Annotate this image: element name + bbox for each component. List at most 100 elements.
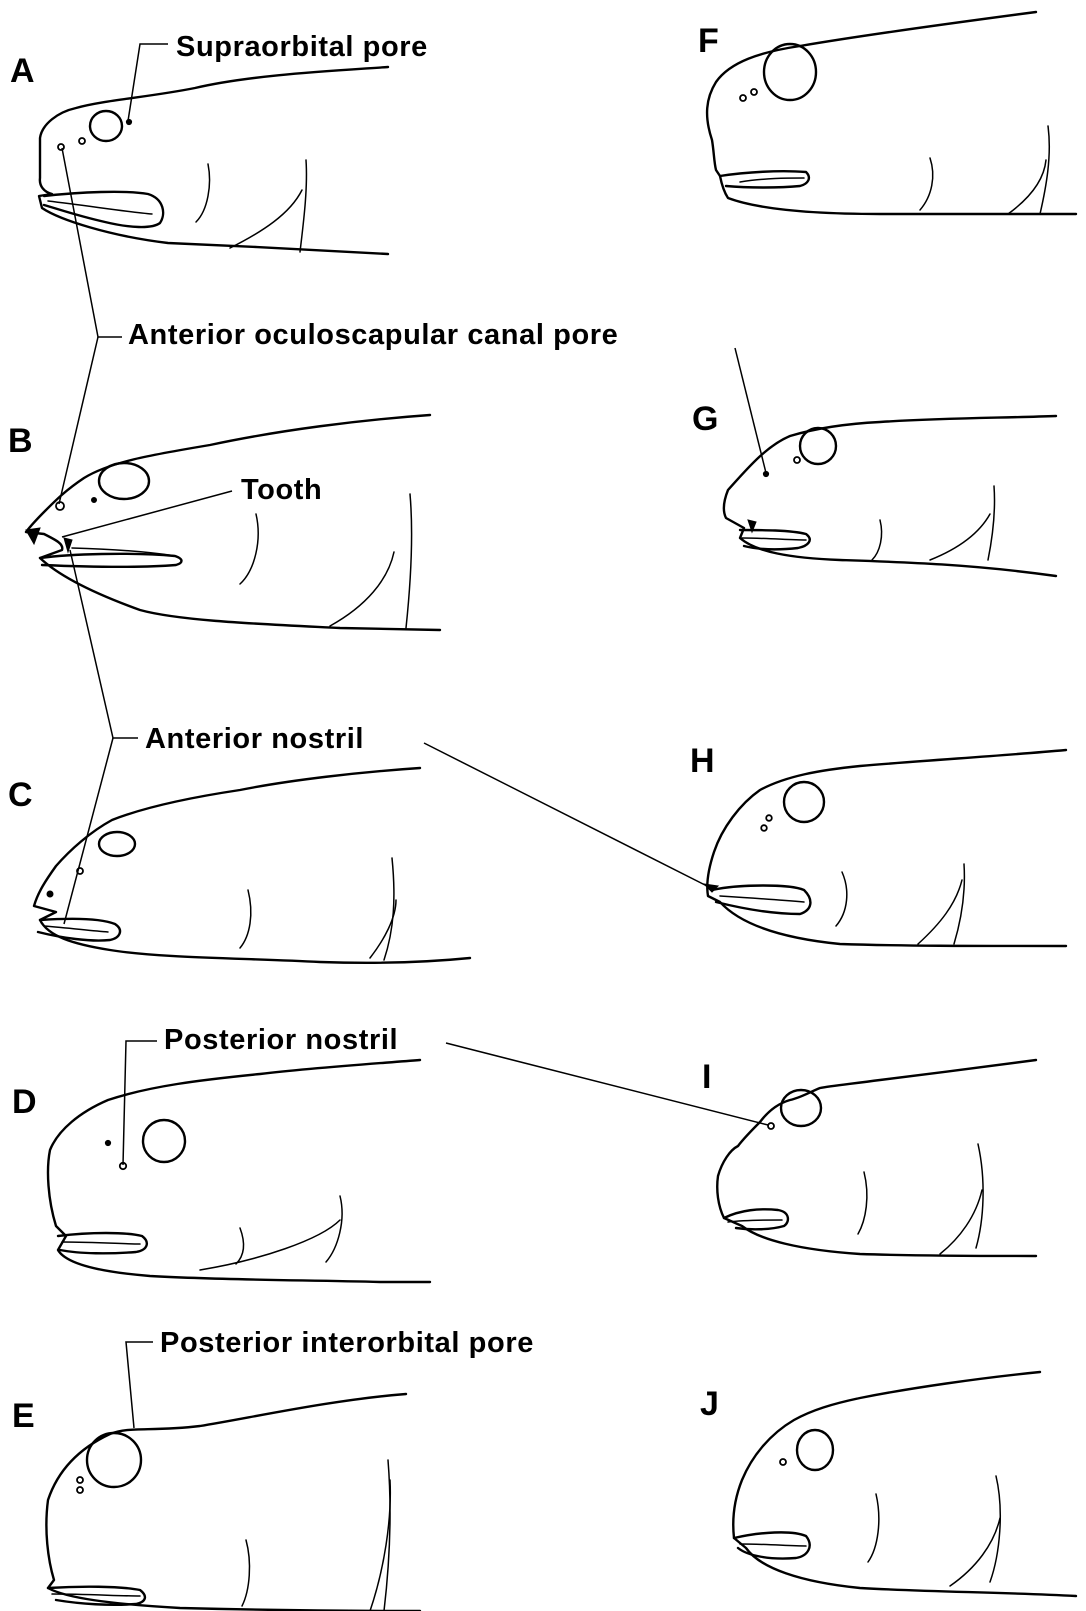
head-b-oculoscapular-pore	[56, 502, 64, 510]
head-e-oculoscapular-pore	[77, 1487, 83, 1493]
panel-letter-d: D	[12, 1083, 37, 1121]
head-j-eye	[797, 1430, 833, 1470]
head-e-interorbital-pore	[77, 1477, 83, 1483]
head-e-cheek	[242, 1540, 249, 1606]
head-c-eye	[99, 832, 135, 856]
head-f-cheek	[920, 158, 933, 210]
leader-supraorbital	[128, 44, 168, 121]
head-b-mouth	[40, 554, 182, 567]
head-b-outline	[26, 415, 440, 630]
head-c-gill	[384, 858, 394, 960]
head-b-eye	[99, 463, 149, 499]
leader-tooth	[62, 491, 232, 537]
head-f-lip	[740, 178, 804, 182]
head-g-cheek	[872, 520, 882, 560]
panel-letter-j: J	[700, 1385, 719, 1423]
head-e-eye	[87, 1433, 141, 1487]
head-d-cheek	[236, 1228, 243, 1264]
head-b-cheek	[240, 514, 258, 584]
head-c-pectoral	[370, 900, 396, 958]
label-supraorbital-pore: Supraorbital pore	[176, 31, 428, 63]
head-a-oculoscapular-pore	[58, 144, 64, 150]
head-f-interorbital-pore	[740, 95, 746, 101]
head-f-oculoscapular-pore	[751, 89, 757, 95]
head-h-eye	[784, 782, 824, 822]
head-c-cheek	[240, 890, 251, 948]
label-posterior-interorbital-pore: Posterior interorbital pore	[160, 1327, 534, 1359]
head-b	[26, 415, 440, 630]
panel-letter-h: H	[690, 742, 715, 780]
head-a-interorbital-pore	[79, 138, 85, 144]
panel-letter-g: G	[692, 400, 718, 438]
head-h-anterior-nostril-mark	[704, 884, 718, 892]
head-g-pectoral	[930, 514, 990, 560]
head-c-anterior-nostril	[47, 891, 53, 897]
label-posterior-nostril: Posterior nostril	[164, 1024, 398, 1056]
head-h-pectoral	[918, 880, 962, 944]
head-c-outline	[34, 768, 470, 963]
leader-posterior-interorbital	[126, 1342, 153, 1428]
head-a-outline	[39, 67, 388, 254]
head-h-outline	[707, 750, 1066, 946]
head-g-lip	[742, 538, 806, 540]
head-i-outline	[717, 1060, 1036, 1256]
panel-letter-c: C	[8, 776, 33, 814]
head-i-cheek	[858, 1172, 867, 1234]
head-b-supraorbital-pore	[92, 498, 97, 503]
leader-anterior-nostril-bracket	[70, 550, 138, 738]
head-g-gill	[988, 486, 995, 560]
head-g-outline	[724, 416, 1056, 576]
leader-anterior-nostril-c	[64, 738, 113, 924]
leader-posterior-nostril-d	[123, 1041, 157, 1165]
head-i-pectoral	[940, 1190, 982, 1254]
head-i-posterior-nostril	[768, 1123, 774, 1129]
leader-posterior-nostril-i	[446, 1043, 768, 1125]
head-b-gill	[406, 494, 412, 628]
panel-letter-b: B	[8, 422, 33, 460]
head-h-gill	[954, 864, 964, 944]
head-h-lip	[720, 896, 804, 902]
head-d-anterior-nostril	[105, 1140, 110, 1145]
head-d	[48, 1060, 430, 1282]
head-i	[717, 1060, 1036, 1256]
head-h-oculoscapular-pore	[761, 825, 767, 831]
head-f-pectoral	[1008, 160, 1046, 214]
panel-letter-f: F	[698, 22, 719, 60]
head-j-cheek	[868, 1494, 879, 1562]
leader-anterior-nostril-h	[424, 743, 707, 886]
head-j-lip	[740, 1544, 806, 1546]
head-g-oculoscapular-pore	[763, 471, 768, 476]
label-oculoscapular-pore: Anterior oculoscapular canal pore	[128, 319, 618, 351]
head-b-pectoral	[330, 552, 394, 626]
head-b-tooth-lower	[64, 538, 72, 552]
panel-letter-a: A	[10, 52, 35, 90]
head-f-eye	[764, 44, 816, 100]
leader-oculoscapular-bracket	[62, 148, 122, 337]
leader-oculoscapular-b	[59, 337, 98, 504]
head-j-gill	[990, 1476, 1000, 1582]
head-a-pectoral	[230, 190, 302, 248]
head-j	[733, 1372, 1076, 1596]
head-d-pectoral	[200, 1220, 340, 1270]
head-c	[34, 768, 470, 963]
label-anterior-nostril: Anterior nostril	[145, 723, 364, 755]
head-g-eye	[800, 428, 836, 464]
head-e-outline	[46, 1394, 420, 1611]
head-a-cheek	[196, 164, 210, 222]
head-a-mouth	[44, 192, 163, 227]
panel-letter-i: I	[702, 1058, 711, 1096]
head-h-cheek	[836, 872, 847, 926]
head-e-pectoral	[370, 1480, 390, 1611]
head-g	[724, 416, 1056, 576]
head-a-gill	[300, 160, 306, 252]
head-h	[704, 750, 1066, 946]
head-f	[707, 12, 1076, 214]
head-b-tooth	[26, 528, 40, 544]
head-d-eye	[143, 1120, 185, 1162]
head-a-supraorbital-pore	[126, 119, 131, 124]
head-d-outline	[48, 1060, 430, 1282]
head-j-outline	[733, 1372, 1076, 1596]
label-tooth: Tooth	[241, 474, 322, 506]
head-f-outline	[707, 12, 1076, 214]
